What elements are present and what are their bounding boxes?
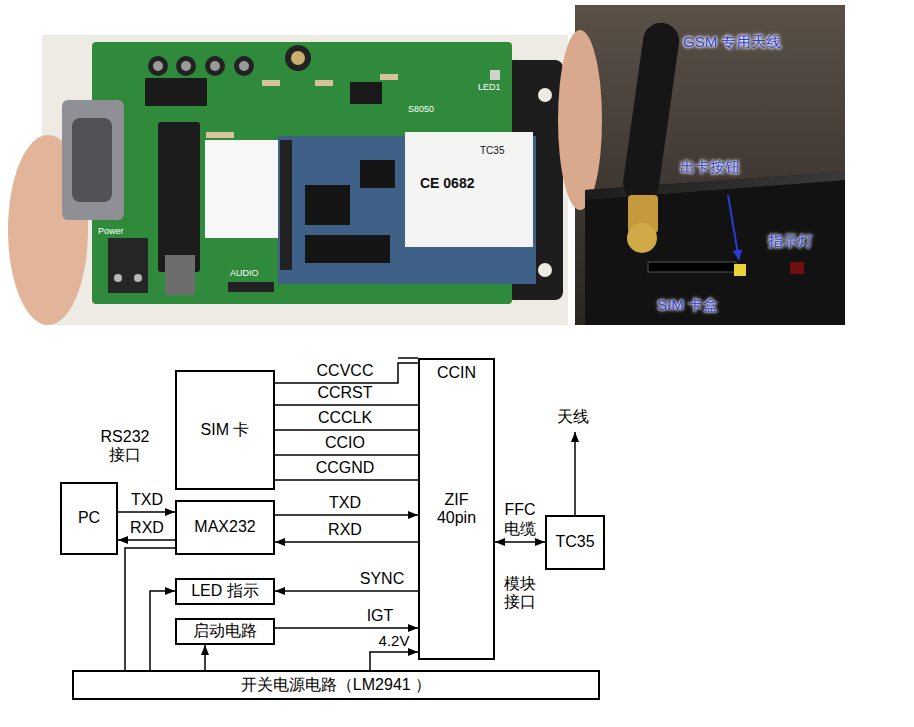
node-text: SIM 卡	[201, 421, 250, 439]
connector	[275, 479, 418, 481]
node-text: LED 指示	[191, 582, 259, 600]
signal-label: CCIO	[325, 434, 365, 452]
antenna-label: 天线	[557, 408, 589, 426]
connector	[370, 652, 418, 670]
photo-callout: SIM 卡盒	[657, 296, 718, 313]
silkscreen-text: S8050	[408, 104, 434, 114]
connector	[150, 591, 175, 670]
signal-label: CCRST	[317, 384, 372, 402]
connector	[275, 627, 418, 629]
sim-card-box: SIM 卡	[175, 370, 275, 490]
notch-line	[398, 357, 418, 359]
signal-label: SYNC	[360, 570, 404, 588]
node-text: 启动电路	[193, 622, 257, 640]
antenna-arrow	[574, 432, 576, 515]
connector	[275, 514, 418, 516]
connector	[275, 404, 418, 406]
node-text: PC	[78, 509, 100, 527]
module-sticker-text: TC35	[480, 145, 504, 157]
connector	[125, 548, 175, 670]
device-photo	[558, 5, 845, 325]
silkscreen-text: AUDIO	[230, 268, 259, 278]
startup-circuit-box: 启动电路	[175, 618, 275, 645]
connector	[118, 539, 175, 541]
connector	[204, 645, 206, 670]
node-text: ZIF 40pin	[431, 491, 483, 528]
signal-label: CCCLK	[318, 409, 372, 427]
signal-label: FFC 电缆	[500, 501, 540, 538]
signal-label: CCVCC	[317, 362, 374, 380]
pc-box: PC	[60, 482, 118, 555]
node-text: MAX232	[194, 518, 255, 536]
interface-label: RS232 接口	[94, 428, 156, 465]
node-text: 开关电源电路（LM2941 ）	[241, 676, 431, 694]
module-sticker-text: CE 0682	[420, 175, 474, 191]
pin-label: CCIN	[437, 364, 476, 382]
photo-callout: 指示灯	[768, 232, 813, 249]
signal-label: RXD	[130, 519, 164, 537]
connector	[275, 429, 418, 431]
photo-callout: GSM 专用天线	[683, 33, 781, 50]
connector	[495, 541, 545, 543]
signal-label: IGT	[367, 607, 394, 625]
zif-connector-box: CCIN ZIF 40pin	[418, 358, 495, 660]
interface-label: 模块 接口	[500, 575, 540, 612]
power-supply-bar: 开关电源电路（LM2941 ）	[72, 670, 600, 700]
silkscreen-text: LED1	[478, 82, 501, 92]
led-box: LED 指示	[175, 578, 275, 605]
connector	[275, 541, 418, 543]
signal-label: TXD	[329, 494, 361, 512]
signal-label: CCGND	[316, 459, 375, 477]
signal-label: 4.2V	[379, 632, 410, 649]
tc35-box: TC35	[545, 515, 605, 570]
max232-box: MAX232	[175, 500, 275, 555]
silkscreen-text: Power	[98, 226, 124, 236]
signal-label: TXD	[131, 491, 163, 509]
signal-label: RXD	[328, 521, 362, 539]
connector	[118, 511, 175, 513]
pcb-photo	[8, 35, 568, 325]
connector	[275, 454, 418, 456]
node-text: TC35	[555, 533, 594, 551]
connector	[275, 590, 418, 592]
photo-callout: 出卡按钮	[680, 158, 740, 175]
